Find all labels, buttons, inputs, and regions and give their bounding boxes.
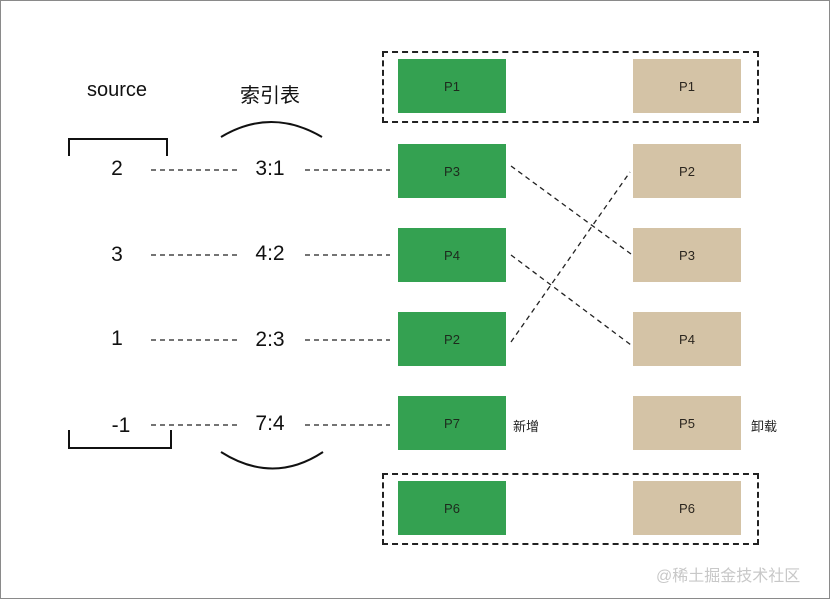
source-value: 1 [111, 327, 123, 350]
added-label: 新增 [513, 419, 540, 434]
index-arc-top [220, 121, 323, 138]
new-node: P7 [398, 396, 506, 450]
source-value: 2 [111, 157, 123, 180]
new-node: P6 [398, 481, 506, 535]
source-bracket-top [68, 138, 168, 156]
old-node: P3 [633, 228, 741, 282]
old-node: P6 [633, 481, 741, 535]
new-node: P1 [398, 59, 506, 113]
old-node: P5 [633, 396, 741, 450]
source-value: -1 [111, 414, 131, 437]
index-value: 4:2 [255, 242, 285, 265]
index-value: 2:3 [255, 328, 285, 351]
watermark: @稀土掘金技术社区 [656, 568, 801, 585]
new-node: P3 [398, 144, 506, 198]
mapping-line-p3 [510, 165, 632, 255]
removed-label: 卸载 [751, 419, 778, 434]
old-node: P2 [633, 144, 741, 198]
new-node: P2 [398, 312, 506, 366]
new-node: P4 [398, 228, 506, 282]
index-table-header: 索引表 [240, 85, 300, 107]
source-header: source [87, 79, 148, 101]
index-arc-bottom [220, 451, 324, 470]
source-bracket-bottom [68, 430, 172, 449]
old-node: P4 [633, 312, 741, 366]
index-value: 3:1 [255, 157, 285, 180]
mapping-line-p4 [510, 254, 632, 346]
mapping-line-p2 [510, 171, 631, 343]
index-value: 7:4 [255, 412, 285, 435]
source-value: 3 [111, 243, 123, 266]
unchanged-head-group [382, 51, 759, 123]
unchanged-tail-group [382, 473, 759, 545]
old-node: P1 [633, 59, 741, 113]
